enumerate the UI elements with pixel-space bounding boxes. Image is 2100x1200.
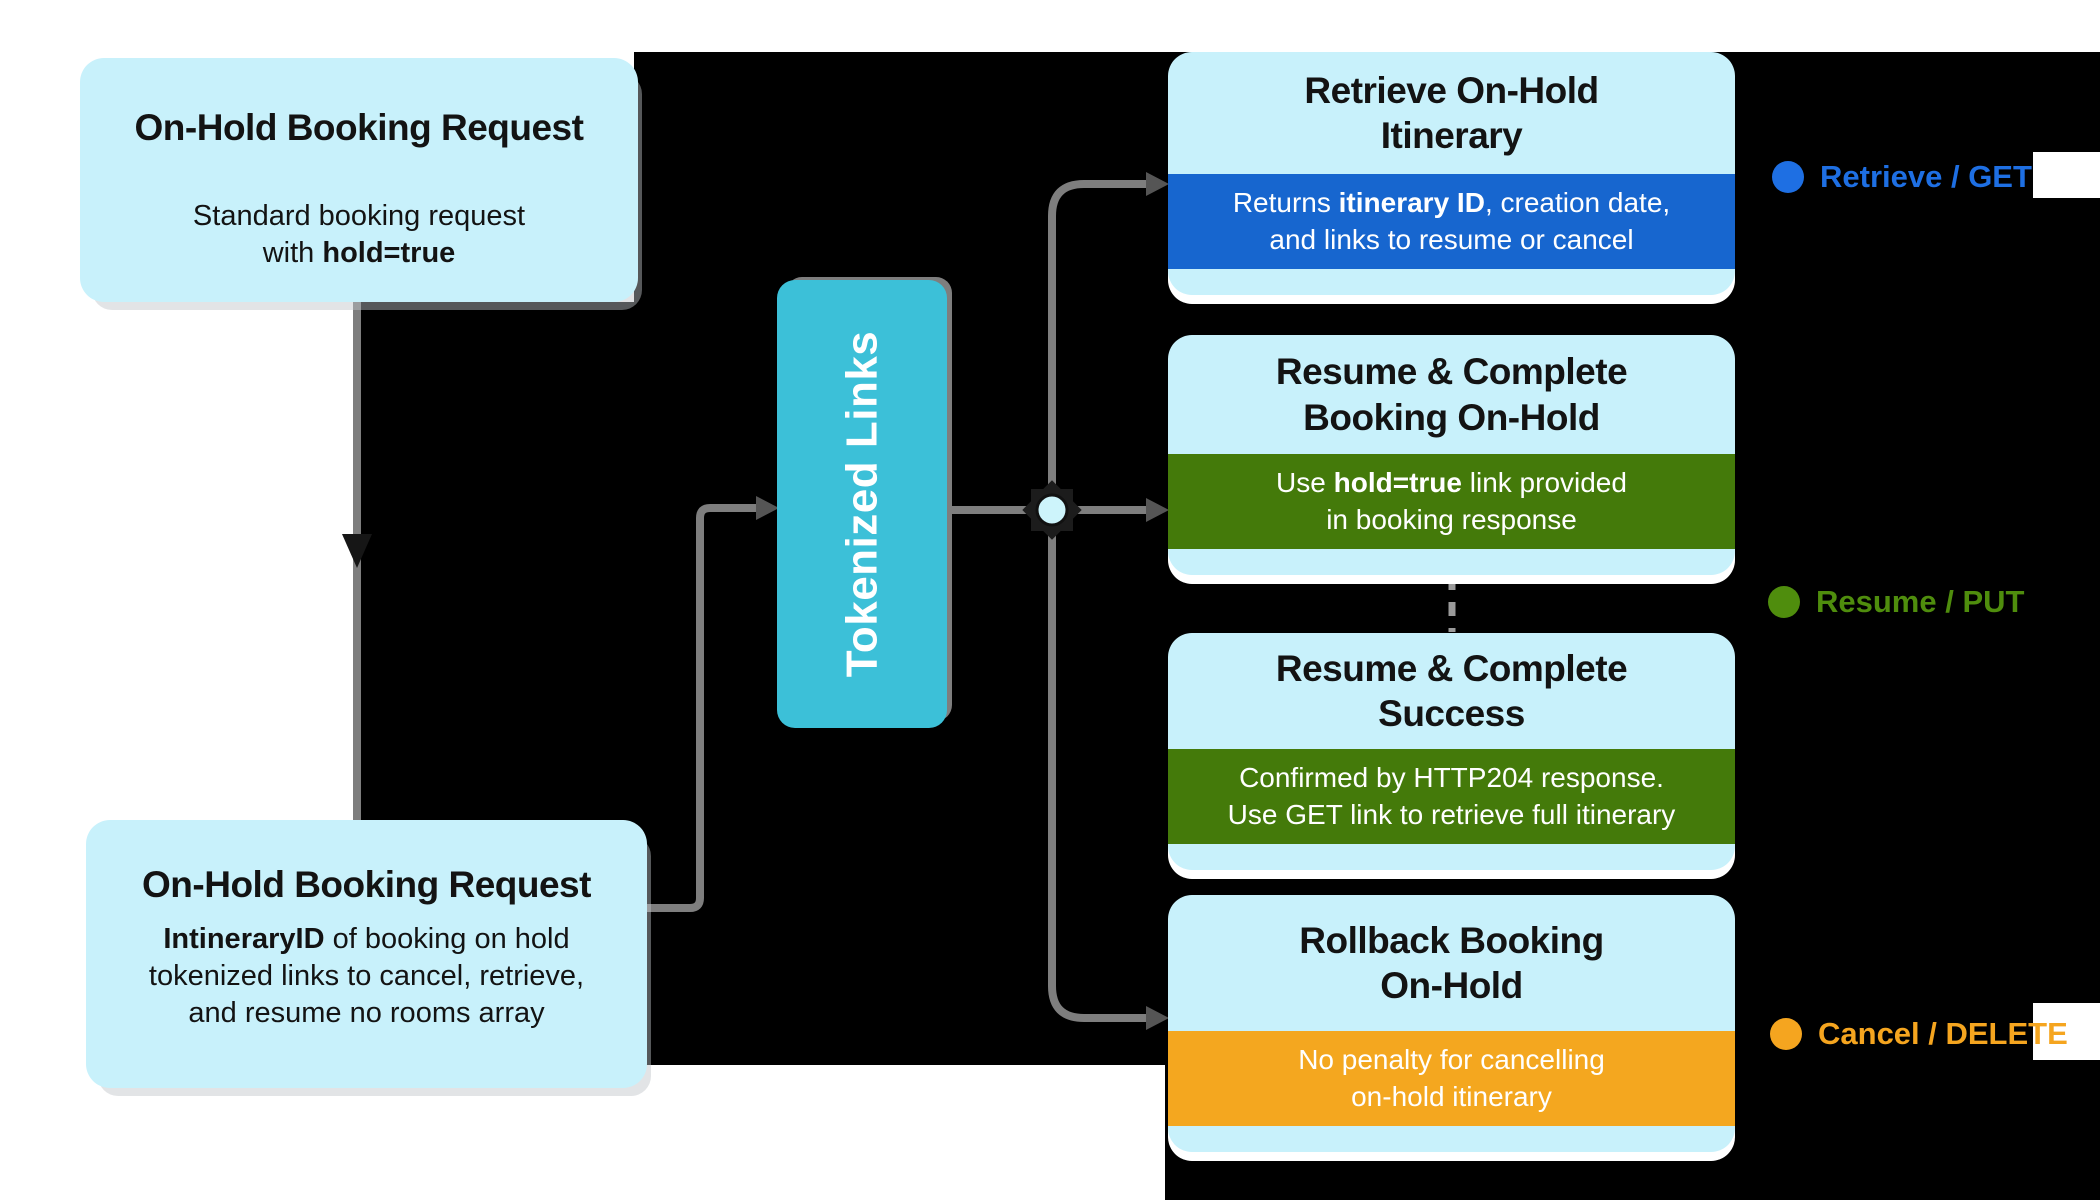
node-title: On-Hold Booking Request [134,107,584,149]
node-body: Standard booking request with hold=true [192,199,526,269]
junction-node [1022,480,1082,540]
cancel-delete-dot-icon [1770,1018,1802,1050]
node-bottom-pad [1168,1126,1735,1152]
node-onhold-booking-request-bottom: On-Hold Booking Request IntineraryID of … [86,820,647,1088]
node-title: On-Hold Booking Request [142,864,591,905]
node-tokenized-links: Tokenized Links [777,280,947,728]
node-band: Use hold=true link provided in booking r… [1168,454,1735,549]
legend-item-resume-put: Resume / PUT [1768,584,2024,620]
node-bottom-pad [1168,269,1735,295]
node-resume-complete-success: Resume & Complete Success Confirmed by H… [1168,633,1735,870]
legend-label: Retrieve / GET [1820,159,2032,194]
node-title: Resume & Complete Success [1275,647,1628,735]
legend-item-retrieve-get: Retrieve / GET [1772,159,2032,195]
node-rollback-booking-onhold: Rollback Booking On-Hold No penalty for … [1168,895,1735,1152]
node-title: Retrieve On-Hold Itinerary [1304,69,1599,157]
resume-put-dot-icon [1768,586,1800,618]
legend-item-cancel-delete: Cancel / DELETE [1770,1016,2068,1052]
legend-label: Resume / PUT [1816,584,2025,619]
node-resume-complete-booking-onhold: Resume & Complete Booking On-Hold Use ho… [1168,335,1735,575]
white-patch-top-right [2033,152,2100,198]
node-bottom-pad [1168,549,1735,575]
node-band: Returns itinerary ID, creation date, and… [1168,174,1735,269]
node-band: Confirmed by HTTP204 response. Use GET l… [1168,749,1735,844]
node-title: Resume & Complete Booking On-Hold [1275,351,1628,438]
node-body: IntineraryID of booking on hold tokenize… [148,923,585,1030]
tokenized-links-label: Tokenized Links [837,330,886,678]
node-title: Rollback Booking On-Hold [1299,919,1604,1007]
node-onhold-booking-request-top: On-Hold Booking Request Standard booking… [80,58,638,302]
white-patch-bottom-right [2033,1003,2100,1060]
node-retrieve-onhold-itinerary: Retrieve On-Hold Itinerary Returns itine… [1168,52,1735,295]
node-bottom-pad [1168,844,1735,870]
retrieve-get-dot-icon [1772,161,1804,193]
node-band: No penalty for cancelling on-hold itiner… [1168,1031,1735,1126]
legend-label: Cancel / DELETE [1818,1016,2068,1051]
